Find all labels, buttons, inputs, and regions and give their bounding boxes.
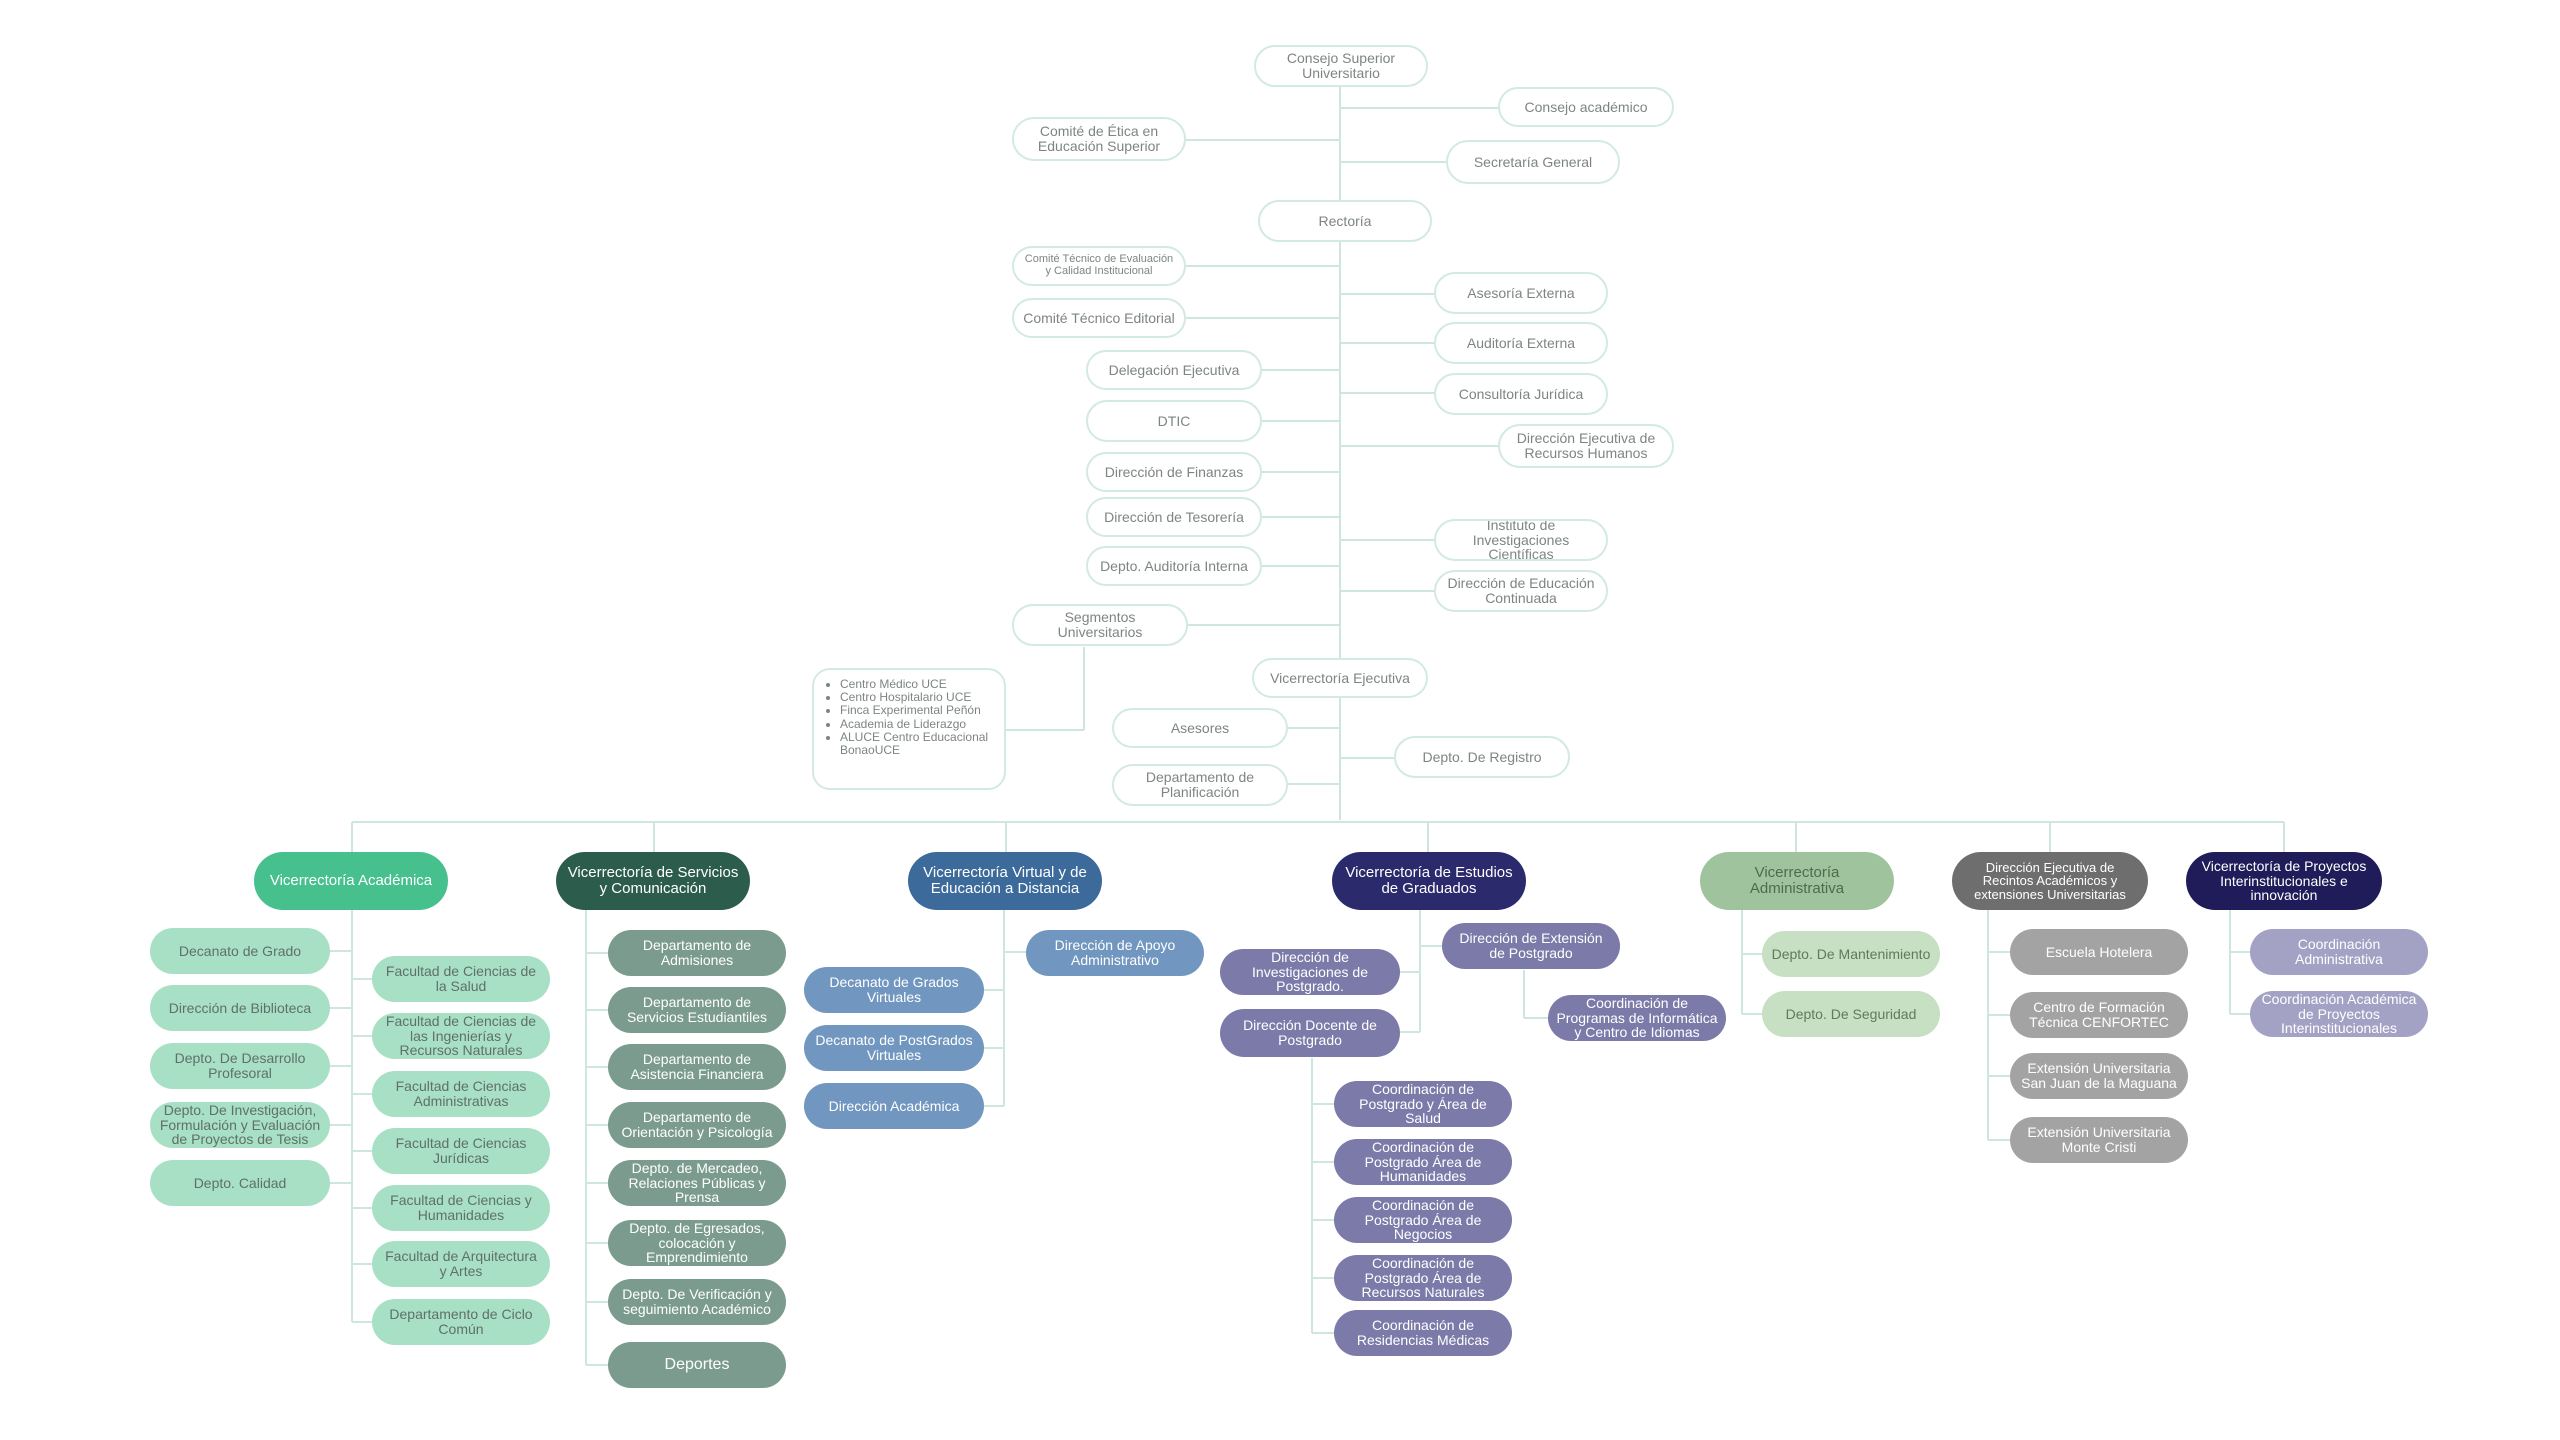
node-comite-editorial: Comité Técnico Editorial [1012,298,1186,338]
segmentos-list-item: ALUCE Centro Educacional BonaoUCE [840,730,996,757]
academica-item: Facultad de Arquitectura y Artes [372,1241,550,1287]
node-tesoreria: Dirección de Tesorería [1086,497,1262,537]
node-registro: Depto. De Registro [1394,736,1570,778]
head-vicerrectoria-proyectos: Vicerrectoría de Proyectos Interinstituc… [2186,852,2382,910]
node-comite-etica: Comité de Ética en Educación Superior [1012,117,1186,161]
academica-item: Decanato de Grado [150,928,330,974]
servicios-item: Depto. de Mercadeo, Relaciones Públicas … [608,1160,786,1206]
graduados-item: Coordinación de Postgrado Área de Negoci… [1334,1197,1512,1243]
node-consejo-academico: Consejo académico [1498,87,1674,127]
node-recursos-humanos: Dirección Ejecutiva de Recursos Humanos [1498,424,1674,468]
servicios-item: Deportes [608,1342,786,1388]
head-vicerrectoria-graduados: Vicerrectoría de Estudios de Graduados [1332,852,1526,910]
node-vicerrectoria-ejecutiva: Vicerrectoría Ejecutiva [1252,658,1428,698]
segmentos-list: Centro Médico UCE Centro Hospitalario UC… [812,668,1006,790]
node-dtic: DTIC [1086,400,1262,442]
academica-item: Facultad de Ciencias y Humanidades [372,1185,550,1231]
proyectos-item: Coordinación Administrativa [2250,929,2428,975]
graduados-investigaciones: Dirección de Investigaciones de Postgrad… [1220,949,1400,995]
academica-item: Depto. De Desarrollo Profesoral [150,1043,330,1089]
academica-item: Dirección de Biblioteca [150,985,330,1031]
node-segmentos-universitarios: Segmentos Universitarios [1012,604,1188,646]
node-planificacion: Departamento de Planificación [1112,764,1288,806]
node-auditoria-externa: Auditoría Externa [1434,322,1608,364]
node-asesoria-externa: Asesoría Externa [1434,272,1608,314]
node-comite-evaluacion: Comité Técnico de Evaluación y Calidad I… [1012,246,1186,286]
segmentos-list-item: Centro Hospitalario UCE [840,690,996,704]
node-consultoria-juridica: Consultoría Jurídica [1434,373,1608,415]
graduados-extension: Dirección de Extensión de Postgrado [1442,923,1620,969]
head-vicerrectoria-servicios: Vicerrectoría de Servicios y Comunicació… [556,852,750,910]
servicios-item: Depto. de Egresados, colocación y Empren… [608,1220,786,1266]
graduados-item: Coordinación de Postgrado Área de Humani… [1334,1139,1512,1185]
proyectos-item: Coordinación Académica de Proyectos Inte… [2250,991,2428,1037]
node-auditoria-interna: Depto. Auditoría Interna [1086,546,1262,586]
node-secretaria-general: Secretaría General [1446,140,1620,184]
node-asesores: Asesores [1112,708,1288,748]
virtual-item: Decanato de PostGrados Virtuales [804,1025,984,1071]
graduados-item: Coordinación de Postgrado y Área de Salu… [1334,1081,1512,1127]
recintos-item: Extensión Universitaria San Juan de la M… [2010,1053,2188,1099]
academica-item: Departamento de Ciclo Común [372,1299,550,1345]
academica-item: Facultad de Ciencias de la Salud [372,956,550,1002]
node-instituto-investigaciones: Instituto de Investigaciones Científicas [1434,519,1608,561]
administrativa-item: Depto. De Seguridad [1762,991,1940,1037]
academica-item: Facultad de Ciencias Jurídicas [372,1128,550,1174]
node-finanzas: Dirección de Finanzas [1086,452,1262,492]
node-consejo-superior: Consejo Superior Universitario [1254,45,1428,87]
servicios-item: Depto. De Verificación y seguimiento Aca… [608,1279,786,1325]
segmentos-list-item: Finca Experimental Peñón [840,704,996,717]
virtual-item: Dirección de Apoyo Administrativo [1026,930,1204,976]
servicios-item: Departamento de Orientación y Psicología [608,1102,786,1148]
academica-item: Facultad de Ciencias Administrativas [372,1071,550,1117]
head-recintos: Dirección Ejecutiva de Recintos Académic… [1952,852,2148,910]
servicios-item: Departamento de Servicios Estudiantiles [608,987,786,1033]
graduados-item: Coordinación de Residencias Médicas [1334,1310,1512,1356]
head-vicerrectoria-administrativa: Vicerrectoría Administrativa [1700,852,1894,910]
recintos-item: Escuela Hotelera [2010,929,2188,975]
recintos-item: Extensión Universitaria Monte Cristi [2010,1117,2188,1163]
node-delegacion-ejecutiva: Delegación Ejecutiva [1086,350,1262,390]
graduados-programas: Coordinación de Programas de Informática… [1548,995,1726,1041]
segmentos-list-item: Centro Médico UCE [840,677,996,691]
servicios-item: Departamento de Asistencia Financiera [608,1044,786,1090]
academica-item: Depto. De Investigación, Formulación y E… [150,1102,330,1148]
head-vicerrectoria-academica: Vicerrectoría Académica [254,852,448,910]
academica-item: Depto. Calidad [150,1160,330,1206]
academica-item: Facultad de Ciencias de las Ingenierías … [372,1013,550,1059]
segmentos-list-item: Academia de Liderazgo [840,717,996,731]
node-educacion-continuada: Dirección de Educación Continuada [1434,570,1608,612]
recintos-item: Centro de Formación Técnica CENFORTEC [2010,992,2188,1038]
servicios-item: Departamento de Admisiones [608,930,786,976]
head-vicerrectoria-virtual: Vicerrectoría Virtual y de Educación a D… [908,852,1102,910]
graduados-docente: Dirección Docente de Postgrado [1220,1009,1400,1057]
node-rectoria: Rectoría [1258,200,1432,242]
graduados-item: Coordinación de Postgrado Área de Recurs… [1334,1255,1512,1301]
virtual-item: Dirección Académica [804,1083,984,1129]
virtual-item: Decanato de Grados Virtuales [804,967,984,1013]
administrativa-item: Depto. De Mantenimiento [1762,931,1940,977]
